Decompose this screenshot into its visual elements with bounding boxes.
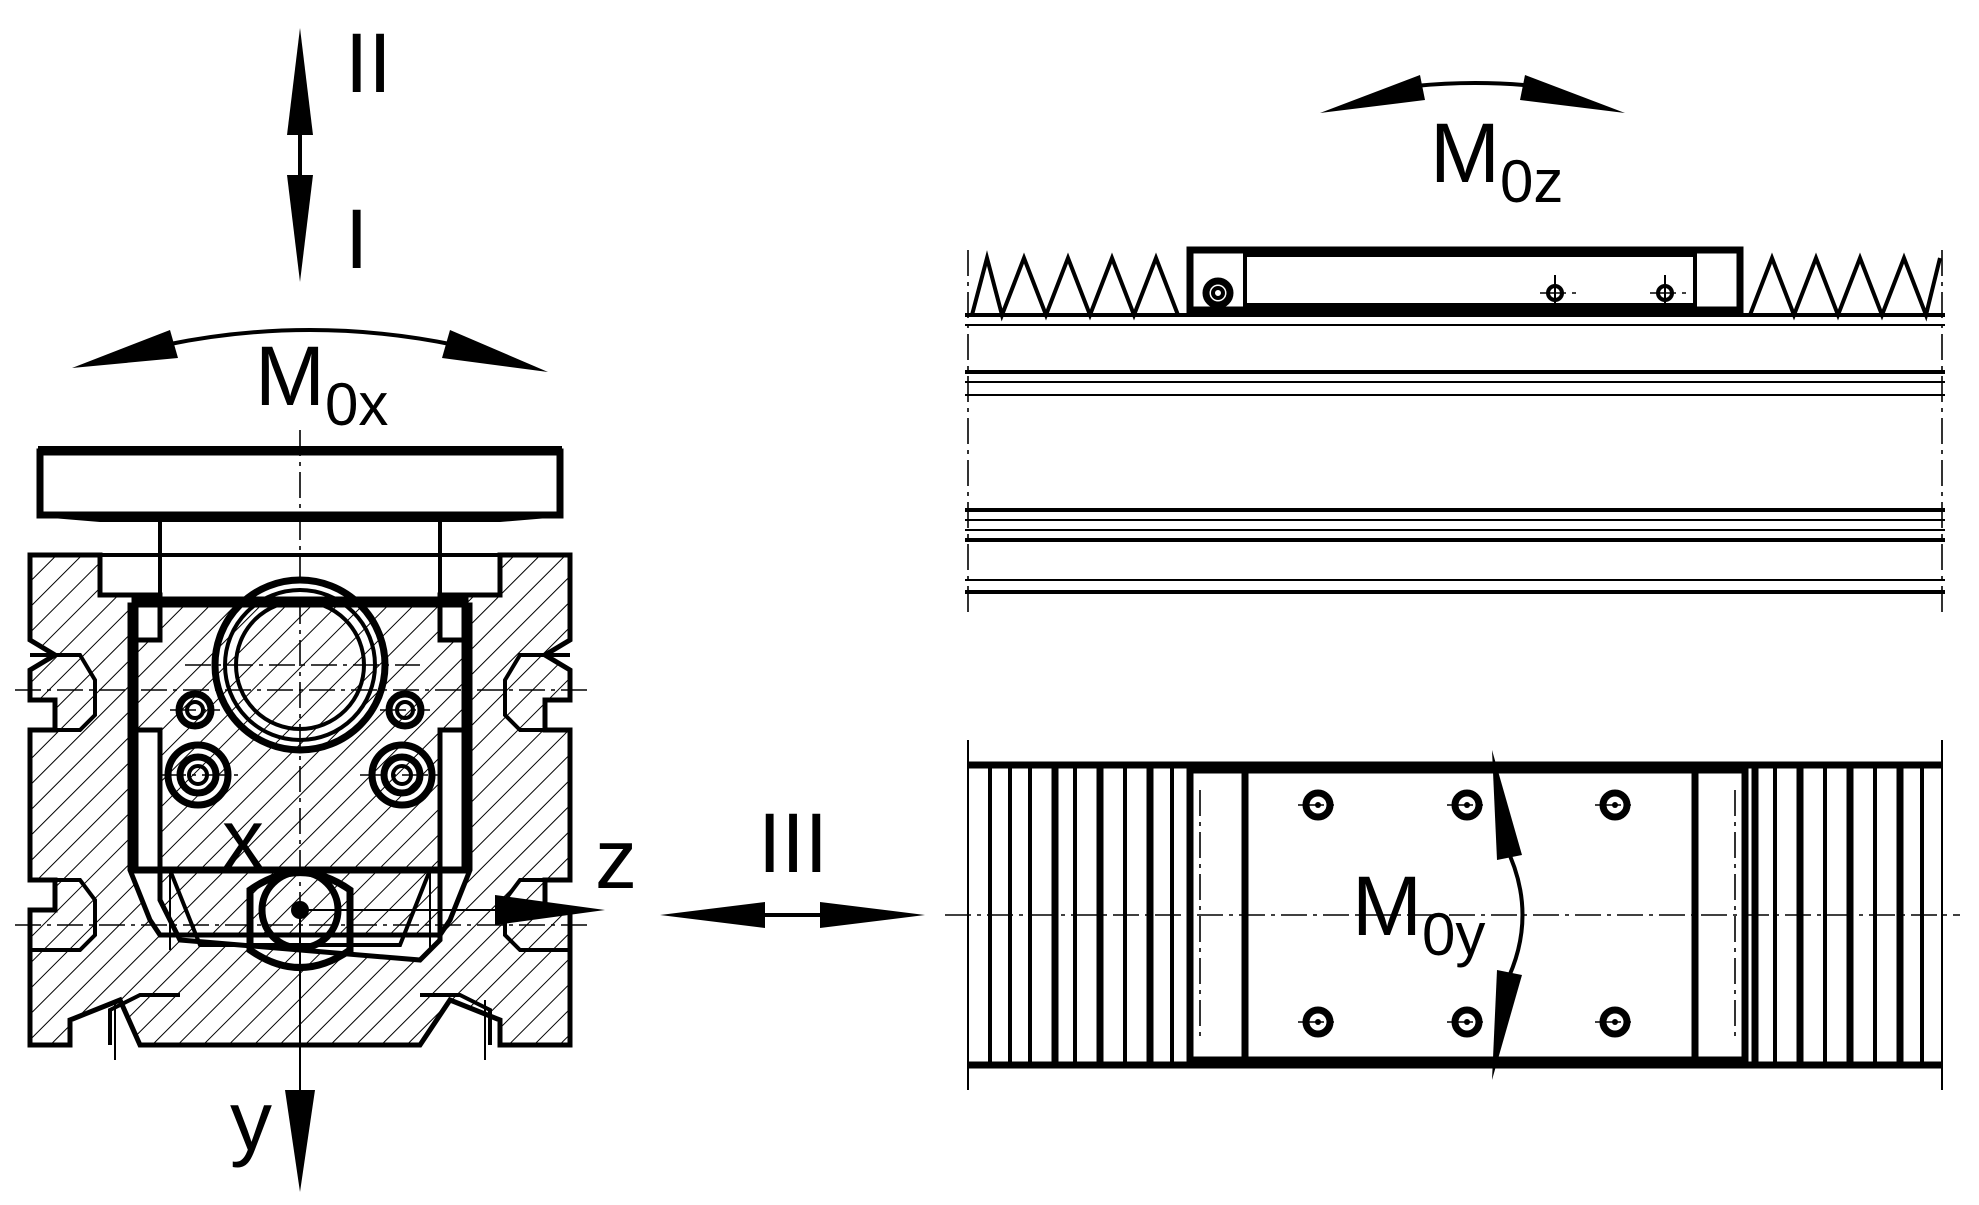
label-M0x-main: M [255,329,325,423]
moment-x-arrow [72,328,548,372]
label-z: z [595,812,637,906]
side-view [965,75,1945,612]
label-y: y [230,1074,272,1168]
cross-section-view [15,28,605,1192]
label-M0z-sub: 0z [1500,148,1563,215]
z-axis-arrow [300,895,605,925]
label-III: III [758,796,828,890]
label-M0x-sub: 0x [325,371,388,438]
axis-III-arrow [660,902,925,928]
vertical-load-arrow [287,28,313,282]
label-M0x: M0x [255,329,388,438]
label-x: x [222,792,264,886]
label-M0y-main: M [1352,859,1422,953]
top-view [945,740,1960,1090]
top-view-holes [1298,789,1635,1038]
moment-y-arrow [1492,750,1525,1080]
label-I: I [345,192,368,286]
y-axis-arrow [285,910,315,1192]
label-M0y-sub: 0y [1422,901,1485,968]
moment-z-arrow [1320,75,1625,113]
label-M0z-main: M [1430,106,1500,200]
label-M0z: M0z [1430,106,1563,215]
center-lines [15,430,590,1080]
label-II: II [345,16,392,110]
label-M0y: M0y [1352,859,1485,968]
